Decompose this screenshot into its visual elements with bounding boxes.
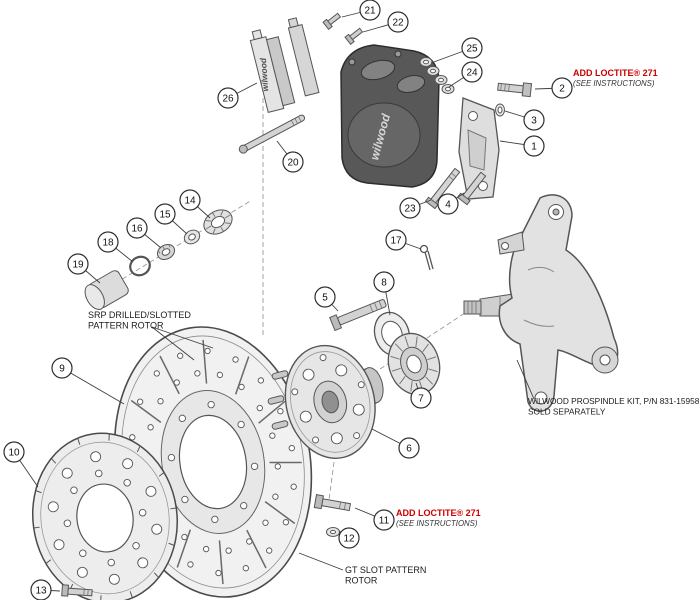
callout-18: 18 — [97, 231, 134, 263]
callout-4: 4 — [437, 192, 465, 215]
svg-text:18: 18 — [102, 238, 114, 249]
callout-15: 15 — [154, 203, 188, 235]
svg-text:26: 26 — [222, 94, 234, 105]
svg-text:7: 7 — [418, 394, 424, 405]
annotation-overlay: 1234567891011121314151617181920212223242… — [3, 0, 700, 600]
washer-stack — [419, 57, 455, 94]
bracket-bolts — [424, 167, 487, 210]
callout-1: 1 — [499, 135, 545, 157]
spindle-nut — [156, 243, 176, 261]
callout-9: 9 — [51, 357, 125, 405]
callout-26: 26 — [217, 82, 258, 109]
svg-text:24: 24 — [466, 68, 478, 79]
callout-5: 5 — [314, 286, 339, 312]
label-loctite-upper: ADD LOCTITE® 271(SEE INSTRUCTIONS) — [573, 68, 658, 88]
callout-6: 6 — [371, 428, 420, 459]
svg-text:10: 10 — [8, 448, 20, 459]
svg-text:ADD LOCTITE® 271(SEE INSTRUCTI: ADD LOCTITE® 271(SEE INSTRUCTIONS) — [573, 68, 658, 88]
callout-19: 19 — [67, 253, 101, 284]
o-ring — [129, 255, 151, 277]
callout-17: 17 — [385, 229, 422, 251]
grease-cap — [84, 270, 129, 310]
svg-text:17: 17 — [390, 236, 402, 247]
svg-text:ADD LOCTITE® 271(SEE INSTRUCTI: ADD LOCTITE® 271(SEE INSTRUCTIONS) — [396, 508, 481, 528]
svg-text:20: 20 — [287, 158, 299, 169]
spindle-bolt — [329, 299, 387, 332]
callout-8: 8 — [373, 271, 395, 316]
rotor-hat — [31, 432, 179, 600]
slider-pin — [238, 114, 306, 154]
svg-text:4: 4 — [445, 200, 451, 211]
hat-bolt — [61, 584, 93, 597]
svg-text:11: 11 — [379, 516, 390, 527]
svg-text:9: 9 — [59, 364, 65, 375]
svg-text:1: 1 — [531, 142, 537, 153]
rotor-washer — [326, 527, 340, 537]
outer-bearing — [203, 209, 233, 235]
inner-bearing — [387, 332, 441, 396]
callout-25: 25 — [430, 37, 483, 64]
svg-text:8: 8 — [381, 278, 387, 289]
callout-16: 16 — [126, 217, 162, 249]
svg-text:12: 12 — [343, 534, 355, 545]
label-loctite-lower: ADD LOCTITE® 271(SEE INSTRUCTIONS) — [396, 508, 481, 528]
svg-text:23: 23 — [404, 204, 416, 215]
callout-23: 23 — [399, 197, 432, 219]
svg-text:14: 14 — [184, 196, 196, 207]
callout-13: 13 — [30, 579, 61, 600]
svg-text:16: 16 — [131, 224, 143, 235]
hub — [284, 344, 384, 459]
svg-text:5: 5 — [322, 293, 328, 304]
callout-14: 14 — [179, 189, 211, 219]
caliper: wilwood — [340, 44, 440, 188]
svg-text:25: 25 — [466, 44, 478, 55]
svg-text:6: 6 — [406, 444, 412, 455]
callout-2: 2 — [534, 77, 573, 99]
spindle-knuckle — [463, 194, 619, 412]
caliper-bracket — [458, 97, 500, 200]
callout-3: 3 — [504, 109, 545, 131]
svg-text:13: 13 — [35, 586, 47, 597]
svg-text:2: 2 — [559, 84, 565, 95]
callout-10: 10 — [3, 441, 39, 488]
mount-bolt — [497, 82, 533, 98]
mount-washer — [495, 103, 505, 117]
pad-logo: wilwood — [258, 57, 270, 92]
svg-text:22: 22 — [392, 18, 404, 29]
callout-22: 22 — [362, 11, 409, 33]
svg-text:15: 15 — [159, 210, 171, 221]
callout-21: 21 — [341, 0, 381, 21]
svg-text:19: 19 — [72, 260, 84, 271]
bridge-screws — [322, 12, 364, 46]
brake-pads: wilwood — [249, 17, 320, 113]
tab-washer — [183, 229, 201, 245]
callout-12: 12 — [338, 527, 360, 549]
cotter-pin — [419, 244, 434, 271]
callout-7: 7 — [410, 382, 432, 409]
svg-text:21: 21 — [364, 6, 376, 17]
svg-text:3: 3 — [531, 116, 537, 127]
rotor-bolt — [313, 494, 352, 512]
wheel-studs — [267, 370, 289, 430]
svg-text:WILWOOD PROSPINDLE KIT, P/N 83: WILWOOD PROSPINDLE KIT, P/N 831-15958SOL… — [528, 396, 700, 417]
callout-24: 24 — [448, 61, 483, 88]
callout-20: 20 — [276, 140, 304, 173]
callout-11: 11 — [354, 507, 395, 531]
